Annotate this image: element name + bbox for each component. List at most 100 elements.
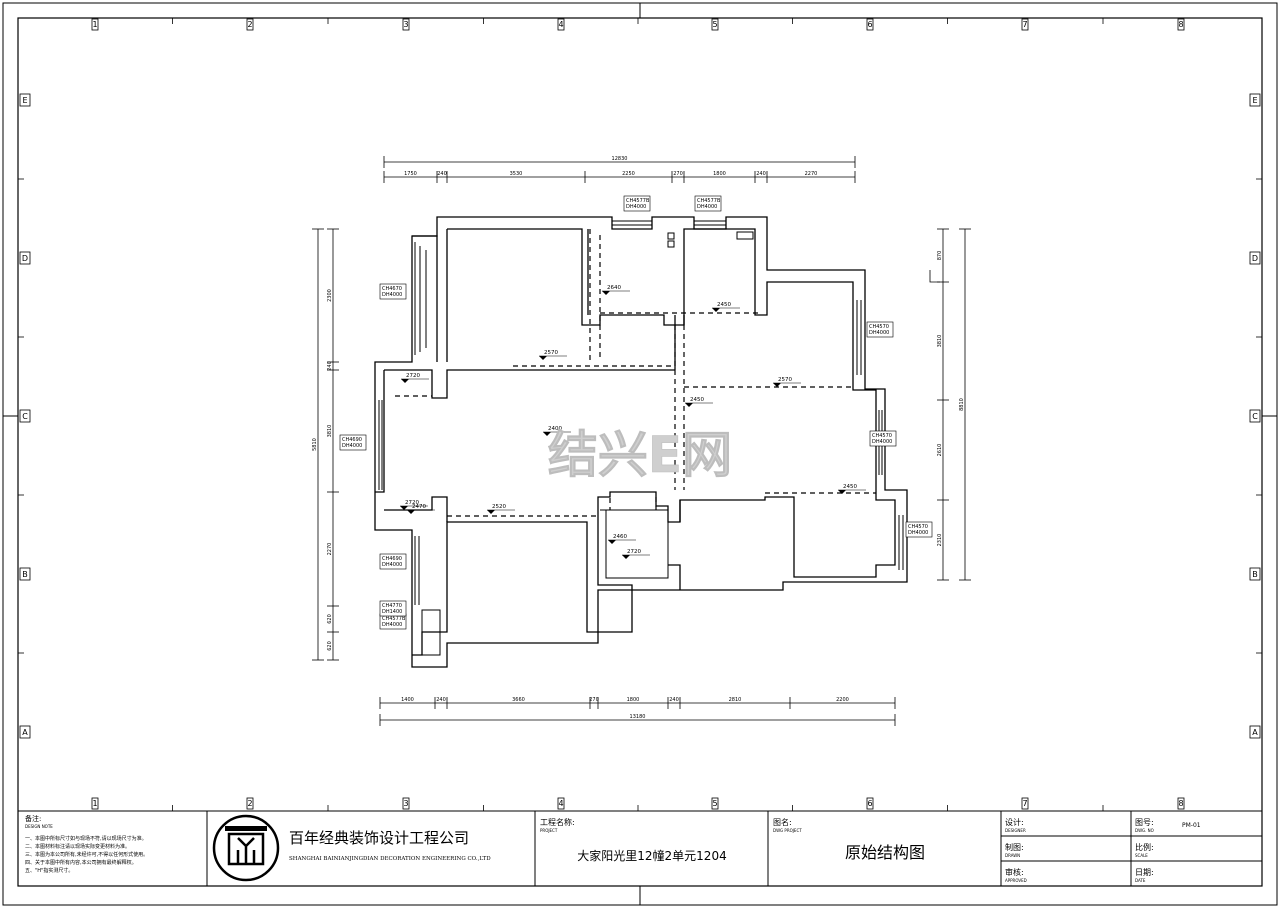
level-marker: [602, 291, 610, 295]
opening-height: CH4570: [869, 324, 889, 330]
opening-width: DH4000: [697, 204, 717, 210]
opening-height: CH4670: [382, 286, 402, 292]
window-left-2: [378, 400, 383, 490]
floor-plan: [374, 216, 940, 668]
opening-height: CH4577B: [697, 198, 721, 204]
grid-row-marker: [19, 725, 31, 739]
grid-column-marker: [246, 18, 254, 31]
grid-row-label: C: [1252, 412, 1258, 421]
level-label: 2450: [843, 484, 857, 490]
grid-column-label: 1: [92, 799, 97, 808]
scale-label-en: SCALE: [1135, 853, 1148, 858]
level-label: 2400: [548, 426, 562, 432]
dimension-label: 1750: [404, 171, 417, 177]
windows: [378, 220, 904, 605]
opening-tag-box: [694, 195, 722, 212]
note-line: 一、本图中所标尺寸如与现场不符,请以现场尺寸为准。: [25, 835, 147, 842]
window-right-3: [898, 515, 904, 570]
level-label: 2520: [492, 504, 506, 510]
opening-width: DH4000: [382, 562, 402, 568]
grid-column-marker: [1021, 18, 1029, 31]
opening-width: DH4000: [342, 443, 362, 449]
grid-row-label: E: [1252, 96, 1257, 105]
design-notes: 备注: DESIGN NOTE 一、本图中所标尺寸如与现场不符,请以现场尺寸为准…: [25, 814, 148, 874]
grid-column-marker: [91, 797, 99, 810]
drawing-name-label-en: DWG PROJECT: [773, 828, 802, 833]
grid-column-label: 4: [558, 799, 563, 808]
approved-label-en: APPROVED: [1005, 878, 1027, 883]
dimension-total: 5810: [312, 438, 318, 451]
window-top-2: [694, 220, 726, 226]
grid-column-label: 7: [1022, 20, 1027, 29]
grid-row-marker: [19, 251, 31, 265]
grid-row-marker: [19, 567, 31, 581]
dimension-label: 1400: [401, 697, 414, 703]
grid-row-label: A: [1252, 728, 1258, 737]
grid-column-label: 5: [712, 20, 717, 29]
dimension-label: 1800: [713, 171, 726, 177]
dimension-total: 13180: [630, 714, 646, 720]
opening-width: DH1400: [382, 609, 402, 615]
dimension-label: 3810: [327, 425, 333, 438]
drawing-number: PM-01: [1182, 822, 1201, 829]
drawing-number-label: 图号:: [1135, 818, 1154, 827]
dimension-lines: [312, 156, 971, 726]
scale-label: 比例:: [1135, 842, 1154, 852]
level-label: 2450: [717, 302, 731, 308]
dimension-label: 2610: [937, 444, 943, 457]
grid-column-marker: [557, 18, 565, 31]
window-top-1: [612, 220, 652, 226]
watermark: 结兴E网: [548, 426, 732, 484]
dimension-label: 2270: [805, 171, 818, 177]
company-logo: [212, 814, 280, 882]
grid-row-label: B: [1252, 570, 1258, 579]
opening-width: DH4000: [872, 439, 892, 445]
grid-column-marker: [91, 18, 99, 31]
opening-tag-box: [866, 321, 894, 338]
level-label: 2720: [406, 373, 420, 379]
dimension-label: 2310: [937, 534, 943, 547]
notes-title: 备注:: [25, 814, 41, 823]
opening-width: DH4000: [869, 330, 889, 336]
opening-tag-box: [905, 521, 933, 538]
note-line: 三、本图为本公司所有,未经许可,不得以任何形式使用。: [25, 851, 148, 858]
grid-row-label: D: [1252, 254, 1258, 263]
level-marker: [622, 555, 630, 559]
level-marker: [608, 540, 616, 544]
dimension-label: 240: [327, 361, 333, 371]
grid-column-label: 6: [867, 799, 872, 808]
wall-segment: [384, 369, 675, 399]
grid-column-marker: [402, 797, 410, 810]
window-left-3: [414, 536, 420, 605]
dimension-total: 8810: [959, 398, 965, 411]
opening-width: DH4000: [626, 204, 646, 210]
designer-label: 设计:: [1005, 817, 1024, 827]
dimension-label: 870: [937, 251, 943, 261]
grid-row-label: E: [22, 96, 27, 105]
note-line: 二、本图材料标注请以现场实际变更材料为准。: [25, 843, 130, 850]
dimension-label: 270: [589, 697, 599, 703]
level-label: 2460: [613, 534, 627, 540]
opening-tags: CH4577BDH4000CH4577BDH4000CH4670DH4000CH…: [339, 195, 933, 630]
level-marker: [401, 379, 409, 383]
dimension-label: 3530: [510, 171, 523, 177]
outer-wall: [374, 216, 908, 668]
note-line: 五、"H"指实测尺寸。: [25, 867, 73, 874]
grid-column-marker: [402, 18, 410, 31]
fixture: [736, 231, 754, 240]
bathroom-box: [600, 509, 669, 579]
project-label: 工程名称:: [540, 817, 575, 827]
duct: [421, 609, 441, 656]
dimension-label: 270: [673, 171, 683, 177]
level-marker: [543, 432, 551, 436]
opening-width: DH4000: [382, 292, 402, 298]
grid-column-marker: [246, 797, 254, 810]
opening-width: DH4000: [908, 530, 928, 536]
opening-height: CH4577B: [382, 616, 406, 622]
opening-tag-box: [379, 283, 407, 300]
wall-segment: [929, 270, 940, 283]
opening-tag-box: [869, 430, 897, 447]
opening-height: CH4570: [872, 433, 892, 439]
